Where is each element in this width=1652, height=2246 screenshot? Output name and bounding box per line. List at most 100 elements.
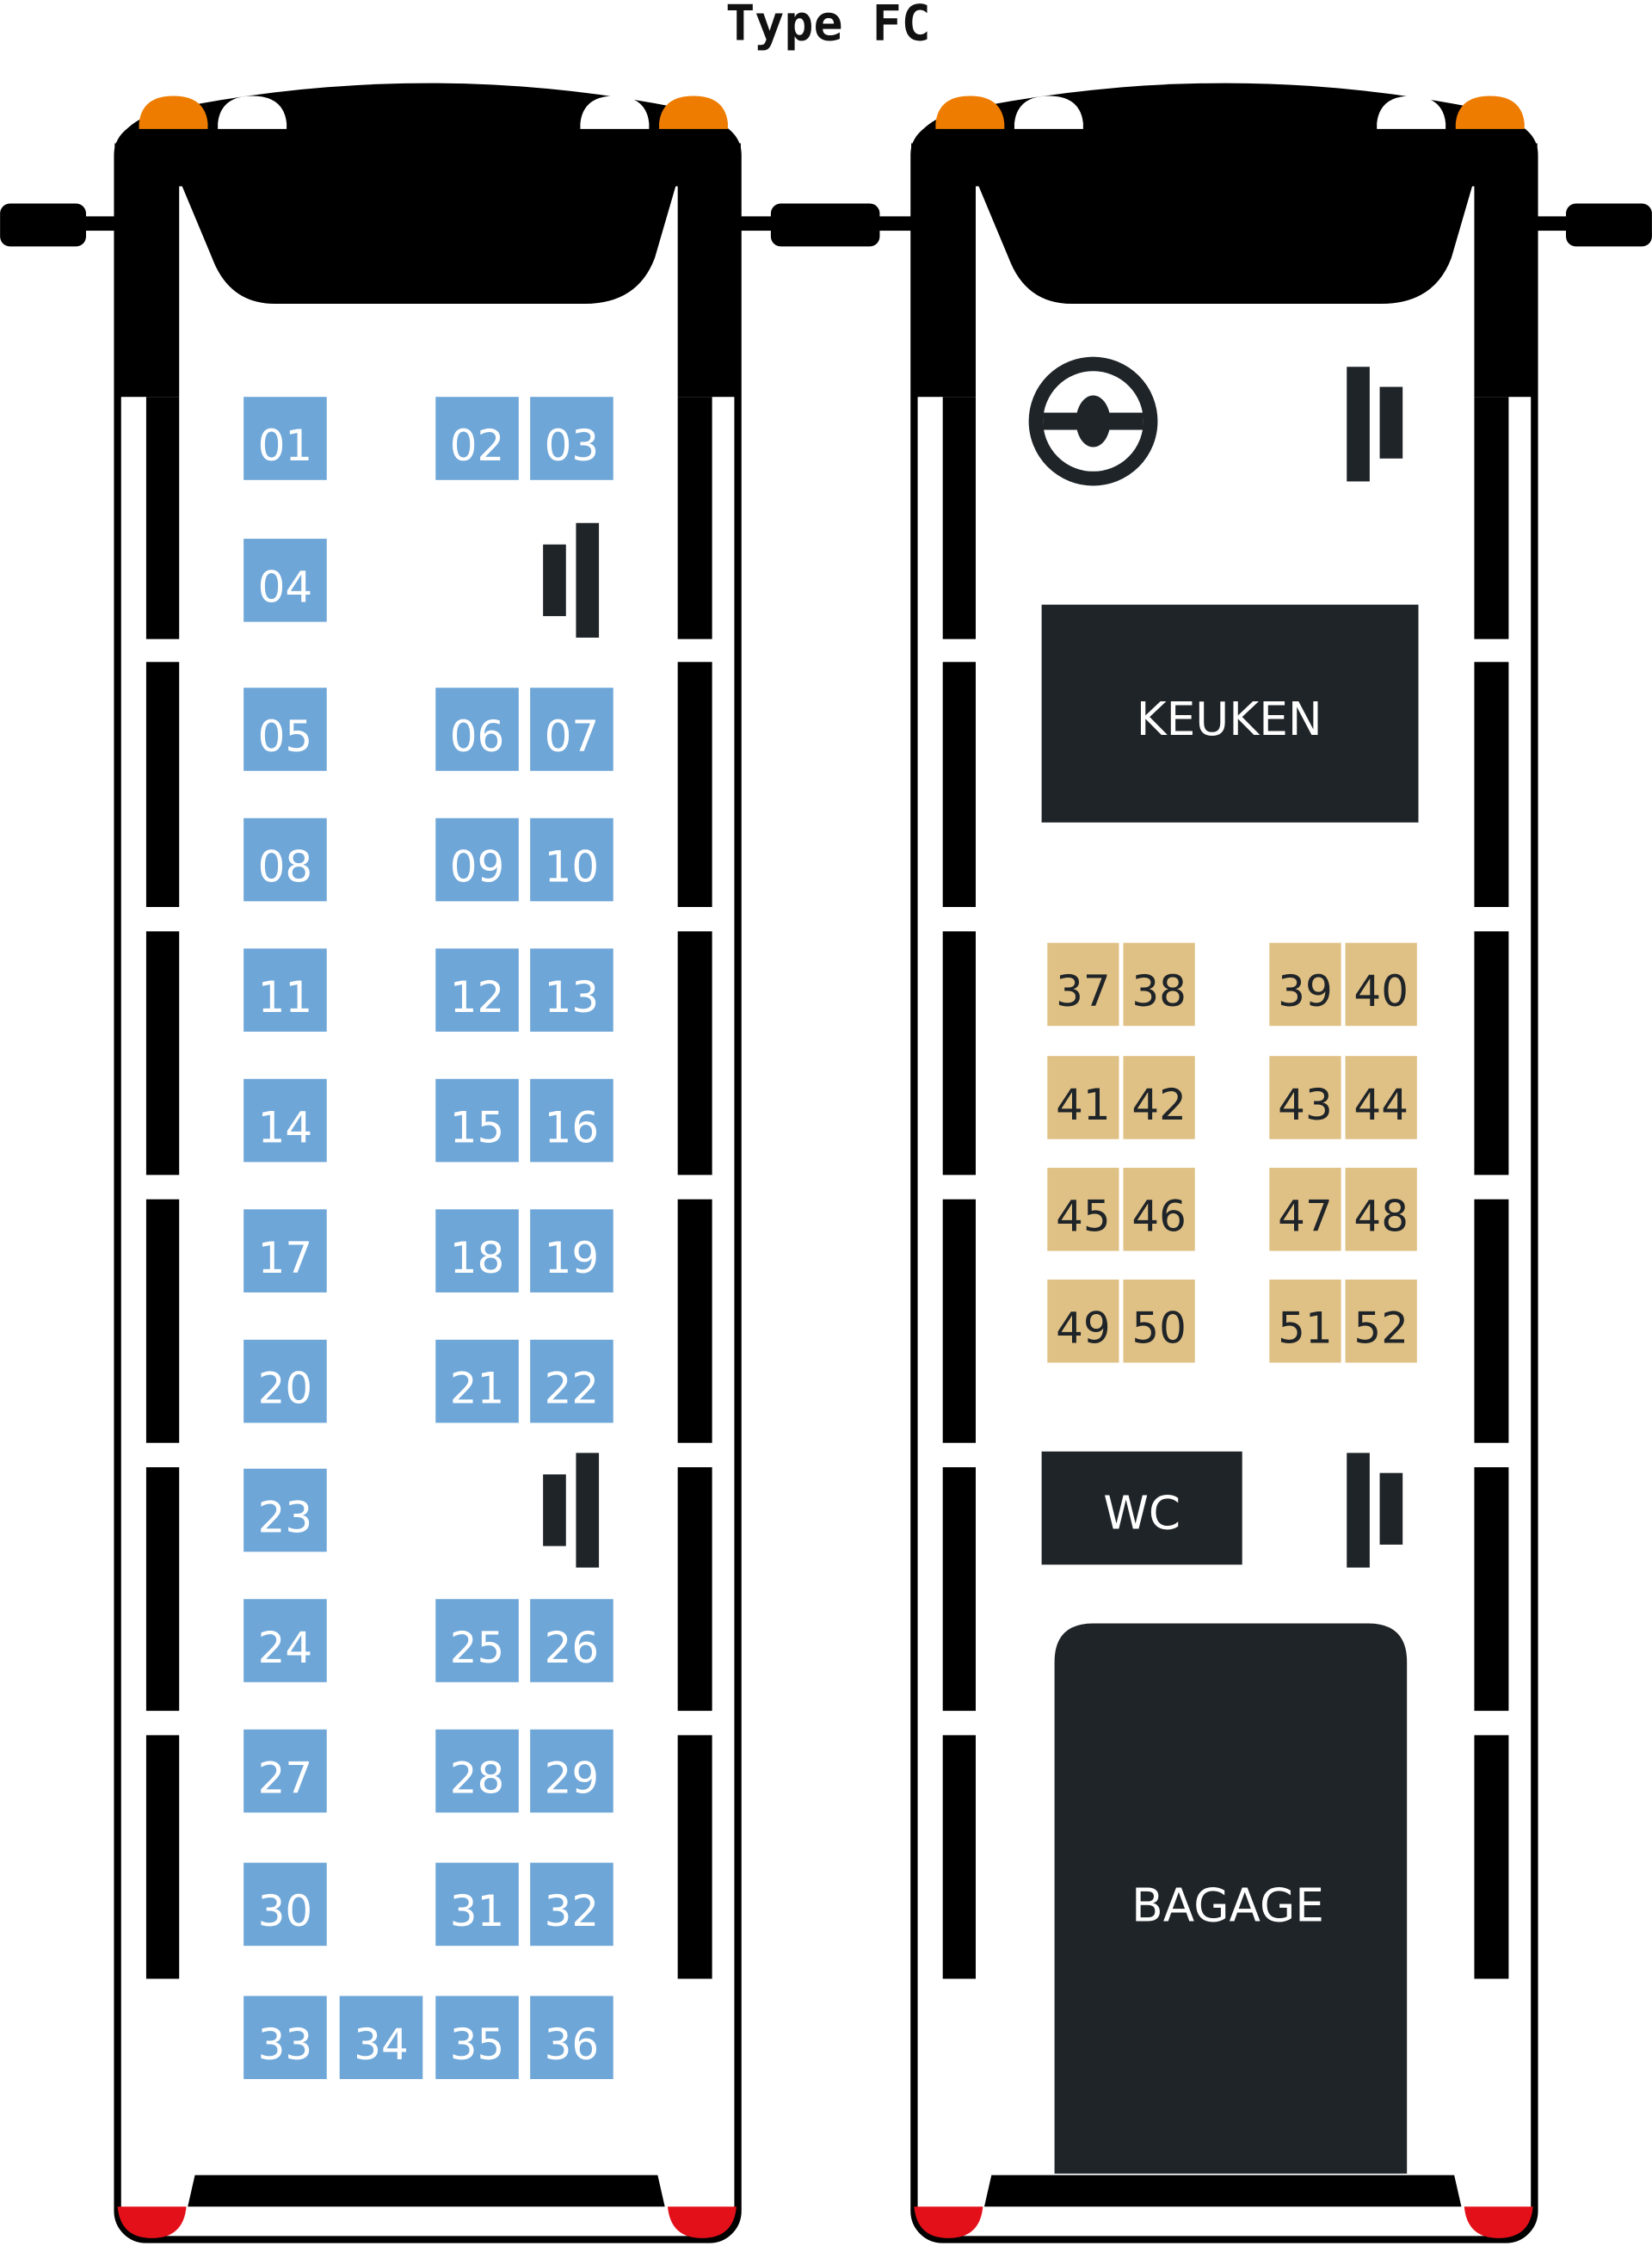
seat-46[interactable]: 46 bbox=[1123, 1168, 1195, 1251]
window-pillar bbox=[677, 662, 712, 907]
seat-41[interactable]: 41 bbox=[1047, 1056, 1119, 1139]
seat-number: 22 bbox=[545, 1363, 600, 1413]
seat-26[interactable]: 26 bbox=[530, 1599, 613, 1682]
windshield bbox=[976, 179, 1475, 304]
seat-28[interactable]: 28 bbox=[435, 1729, 519, 1813]
seat-08[interactable]: 08 bbox=[243, 818, 327, 902]
seat-16[interactable]: 16 bbox=[530, 1078, 613, 1163]
window-pillar bbox=[942, 662, 976, 907]
seat-36[interactable]: 36 bbox=[530, 1996, 613, 2080]
seat-27[interactable]: 27 bbox=[243, 1729, 327, 1813]
seat-10[interactable]: 10 bbox=[530, 818, 613, 902]
mirror-arm bbox=[1537, 216, 1567, 231]
seat-39[interactable]: 39 bbox=[1269, 942, 1341, 1027]
seat-49[interactable]: 49 bbox=[1047, 1279, 1119, 1363]
seat-04[interactable]: 04 bbox=[243, 539, 327, 622]
seat-number: 45 bbox=[1056, 1192, 1111, 1242]
window-pillar bbox=[145, 931, 180, 1175]
seat-number: 04 bbox=[258, 563, 313, 613]
seat-number: 32 bbox=[545, 1886, 600, 1936]
seat-34[interactable]: 34 bbox=[339, 1996, 423, 2080]
seat-23[interactable]: 23 bbox=[243, 1468, 327, 1552]
seat-14[interactable]: 14 bbox=[243, 1078, 327, 1163]
seat-22[interactable]: 22 bbox=[530, 1339, 613, 1423]
seat-number: 52 bbox=[1353, 1304, 1409, 1354]
seat-17[interactable]: 17 bbox=[243, 1209, 327, 1293]
seat-33[interactable]: 33 bbox=[243, 1996, 327, 2080]
seat-number: 12 bbox=[450, 972, 505, 1022]
window-pillar bbox=[145, 662, 180, 907]
seat-43[interactable]: 43 bbox=[1269, 1056, 1341, 1139]
seat-13[interactable]: 13 bbox=[530, 948, 613, 1032]
seat-number: 34 bbox=[354, 2020, 409, 2070]
seat-number: 06 bbox=[450, 712, 505, 762]
seat-35[interactable]: 35 bbox=[435, 1996, 519, 2080]
seat-number: 36 bbox=[545, 2020, 600, 2070]
seat-45[interactable]: 45 bbox=[1047, 1168, 1119, 1251]
seat-number: 20 bbox=[258, 1363, 313, 1413]
seat-20[interactable]: 20 bbox=[243, 1339, 327, 1423]
window-pillar bbox=[677, 1735, 712, 1979]
seat-05[interactable]: 05 bbox=[243, 688, 327, 771]
window-pillar bbox=[677, 1199, 712, 1443]
seat-18[interactable]: 18 bbox=[435, 1209, 519, 1293]
seat-29[interactable]: 29 bbox=[530, 1729, 613, 1813]
window-pillar bbox=[1474, 397, 1509, 639]
seat-number: 47 bbox=[1278, 1192, 1333, 1242]
seat-40[interactable]: 40 bbox=[1345, 942, 1417, 1027]
seat-19[interactable]: 19 bbox=[530, 1209, 613, 1293]
seat-number: 35 bbox=[450, 2020, 505, 2070]
seat-50[interactable]: 50 bbox=[1123, 1279, 1195, 1363]
seat-03[interactable]: 03 bbox=[530, 397, 613, 480]
seat-number: 14 bbox=[258, 1102, 313, 1152]
window-pillar bbox=[1474, 1199, 1509, 1443]
window-pillar bbox=[1474, 1467, 1509, 1712]
seat-44[interactable]: 44 bbox=[1345, 1056, 1417, 1139]
seat-number: 29 bbox=[545, 1753, 600, 1803]
seat-30[interactable]: 30 bbox=[243, 1862, 327, 1947]
seat-11[interactable]: 11 bbox=[243, 948, 327, 1032]
seat-15[interactable]: 15 bbox=[435, 1078, 519, 1163]
side-mirror bbox=[1566, 203, 1652, 247]
seat-number: 05 bbox=[258, 712, 313, 762]
seat-38[interactable]: 38 bbox=[1123, 942, 1195, 1027]
bus-roof bbox=[911, 83, 1538, 187]
seat-48[interactable]: 48 bbox=[1345, 1168, 1417, 1251]
seat-01[interactable]: 01 bbox=[243, 397, 327, 480]
seat-09[interactable]: 09 bbox=[435, 818, 519, 902]
window-pillar bbox=[677, 1467, 712, 1712]
seat-number: 16 bbox=[545, 1102, 600, 1152]
seat-25[interactable]: 25 bbox=[435, 1599, 519, 1682]
seat-42[interactable]: 42 bbox=[1123, 1056, 1195, 1139]
seat-06[interactable]: 06 bbox=[435, 688, 519, 771]
wc-area: WC bbox=[1041, 1451, 1242, 1565]
luggage-label: BAGAGE bbox=[1131, 1879, 1324, 1933]
seat-02[interactable]: 02 bbox=[435, 397, 519, 480]
wc-label: WC bbox=[1103, 1486, 1180, 1539]
rear-bumper bbox=[188, 2175, 665, 2207]
seat-21[interactable]: 21 bbox=[435, 1339, 519, 1423]
seat-number: 24 bbox=[258, 1623, 313, 1673]
seat-52[interactable]: 52 bbox=[1345, 1279, 1417, 1363]
seat-number: 01 bbox=[258, 421, 313, 471]
seat-37[interactable]: 37 bbox=[1047, 942, 1119, 1027]
seat-number: 30 bbox=[258, 1886, 313, 1936]
seat-24[interactable]: 24 bbox=[243, 1599, 327, 1682]
front-pillar-left bbox=[114, 143, 180, 398]
kitchen-area: KEUKEN bbox=[1041, 604, 1419, 823]
seat-31[interactable]: 31 bbox=[435, 1862, 519, 1947]
seat-32[interactable]: 32 bbox=[530, 1862, 613, 1947]
seat-number: 08 bbox=[258, 842, 313, 892]
mirror-arm bbox=[85, 216, 115, 231]
window-pillar bbox=[942, 1467, 976, 1712]
seat-47[interactable]: 47 bbox=[1269, 1168, 1341, 1251]
headlight bbox=[218, 96, 287, 129]
seat-51[interactable]: 51 bbox=[1269, 1279, 1341, 1363]
window-pillar bbox=[145, 1467, 180, 1712]
seat-07[interactable]: 07 bbox=[530, 688, 613, 771]
seat-number: 48 bbox=[1353, 1192, 1409, 1242]
seat-number: 03 bbox=[545, 421, 600, 471]
seat-12[interactable]: 12 bbox=[435, 948, 519, 1032]
rear-light bbox=[117, 2206, 187, 2238]
window-pillar bbox=[145, 397, 180, 639]
